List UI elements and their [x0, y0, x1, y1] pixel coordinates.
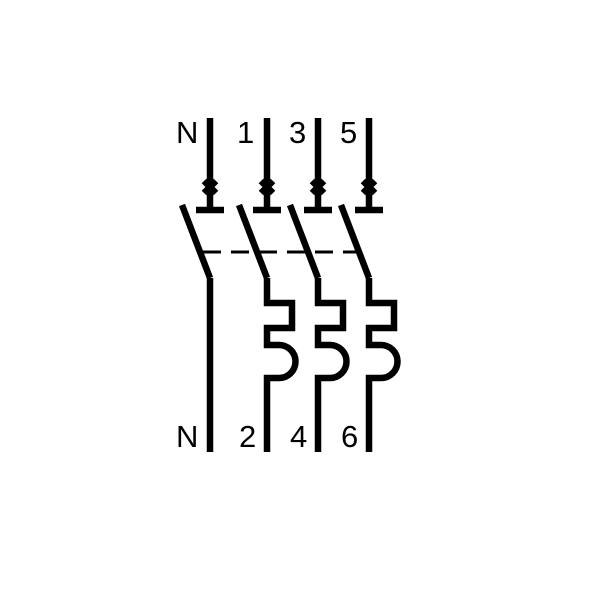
top-label-n: N	[176, 115, 198, 150]
switch-blade	[286, 203, 322, 280]
bottom-label-6: 6	[341, 419, 358, 454]
contact-cross	[309, 178, 327, 196]
switch-blade	[235, 203, 271, 280]
contact-cross	[258, 178, 276, 196]
top-label-1: 1	[237, 115, 254, 150]
bottom-label-n: N	[176, 419, 198, 454]
thermal-trip-element	[314, 278, 350, 452]
switch-blade	[337, 203, 373, 280]
bottom-label-4: 4	[290, 419, 307, 454]
thermal-trip-element	[365, 278, 401, 452]
contact-cross	[360, 178, 378, 196]
contact-cross	[201, 178, 219, 196]
top-label-5: 5	[340, 115, 357, 150]
thermal-trip-element	[263, 278, 299, 452]
bottom-label-2: 2	[239, 419, 256, 454]
switch-blade	[178, 203, 214, 280]
top-label-3: 3	[289, 115, 306, 150]
